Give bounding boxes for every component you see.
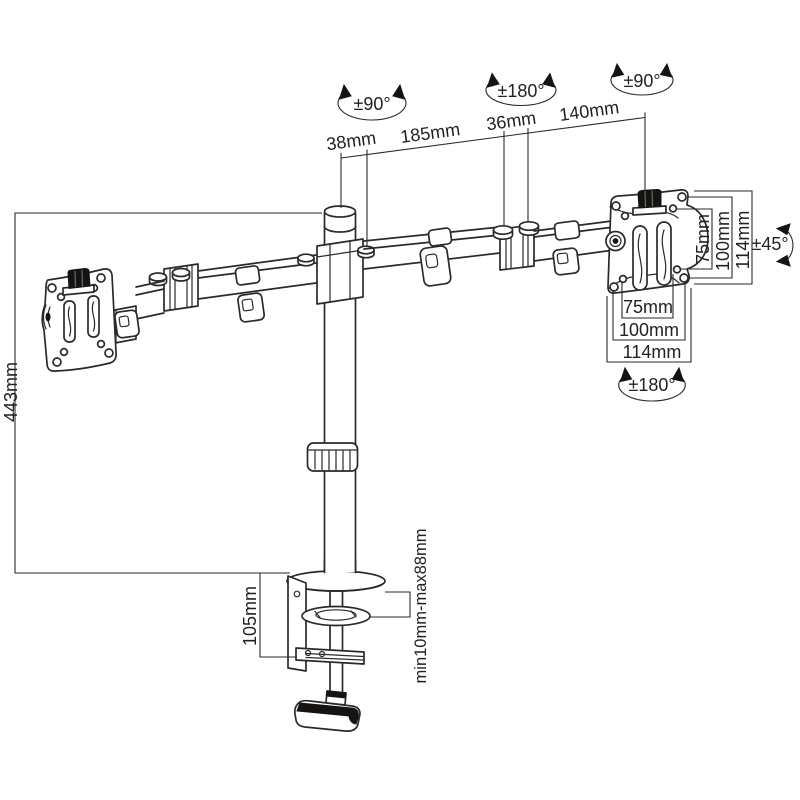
dimension-lines: [14, 112, 753, 658]
plate-knob: [637, 188, 662, 209]
plate-knob: [67, 267, 91, 290]
head-swivel-arc: [610, 62, 674, 96]
rotation-head-label: ±90°: [623, 71, 660, 91]
right-vesa-plate: [605, 188, 709, 294]
rotation-elbow-label: ±180°: [497, 81, 544, 101]
cable-clip: [114, 309, 140, 339]
pole-swivel-arc: [337, 83, 407, 121]
cable-clip: [419, 245, 452, 287]
clamp-knob: [294, 690, 361, 732]
pole-height-collar: [306, 442, 359, 472]
dim-38mm-label: 38mm: [325, 128, 377, 155]
vesa-v114-label: 114mm: [733, 211, 753, 270]
dim-36mm-label: 36mm: [485, 108, 537, 135]
tilt-label: ±45°: [751, 234, 788, 254]
vesa-h75-label: 75mm: [623, 297, 673, 317]
dim-140mm-label: 140mm: [558, 97, 620, 125]
desk-thickness-label: min10mm-max88mm: [412, 529, 430, 684]
vesa-h100-label: 100mm: [619, 320, 679, 340]
left-arm: [109, 254, 317, 345]
left-vesa-plate: [41, 267, 117, 372]
cable-clip: [552, 247, 580, 276]
vesa-h114-label: 114mm: [623, 342, 682, 362]
rotation-plate-label: ±180°: [628, 375, 675, 395]
tilt-arc: [775, 223, 794, 267]
rotation-arcs: [337, 62, 794, 402]
pole-height-label: 443mm: [1, 362, 21, 422]
right-arm: [363, 220, 615, 287]
rotation-pole-label: ±90°: [353, 94, 390, 114]
plate-rotation-arc: [618, 366, 686, 402]
cable-clip: [237, 292, 266, 323]
vesa-v100-label: 100mm: [713, 211, 733, 271]
vesa-v75-label: 75mm: [693, 214, 713, 264]
elbow-swivel-arc: [485, 72, 557, 107]
clamp-height-label: 105mm: [240, 586, 260, 646]
pole-arm-bracket: [297, 238, 375, 305]
desk-clamp: [286, 559, 386, 732]
